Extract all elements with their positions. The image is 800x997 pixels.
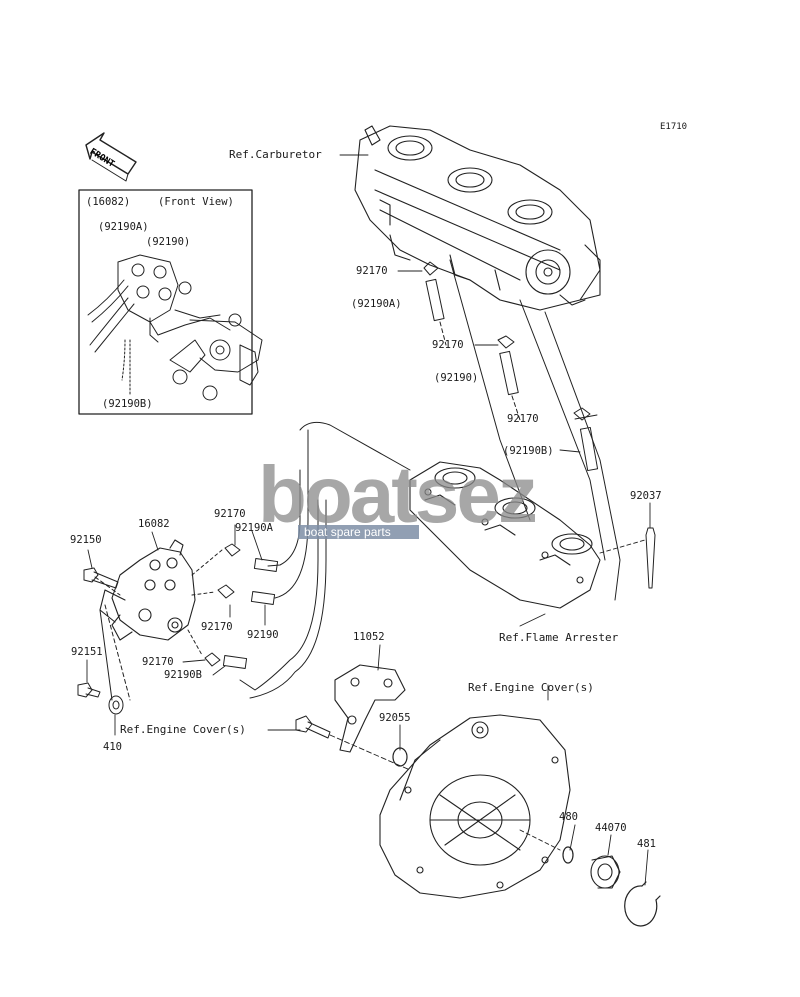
ref-engine-cover-right-label: Ref.Engine Cover(s)	[468, 681, 594, 694]
front-arrow-icon	[85, 132, 137, 182]
oring-92055	[392, 747, 408, 767]
part-label-92170-carb-3: 92170	[507, 413, 539, 425]
circlip-481	[624, 881, 661, 927]
carb-hoses	[423, 261, 599, 472]
part-label-11052: 11052	[353, 631, 385, 643]
watermark-tagline: boat spare parts	[298, 525, 419, 539]
part-label-480: 480	[559, 811, 578, 823]
flame-arrester	[409, 461, 601, 609]
pump-hoses	[94, 543, 279, 701]
part-label-92190A-pump: 92190A	[235, 522, 273, 534]
washer-410	[108, 695, 124, 715]
bearing-44070	[590, 855, 621, 889]
leader-lines	[86, 154, 651, 886]
ref-engine-cover-left-label: Ref.Engine Cover(s)	[120, 723, 246, 736]
oring-480	[562, 846, 574, 864]
part-label-92150: 92150	[70, 534, 102, 546]
part-label-92055: 92055	[379, 712, 411, 724]
part-label-92190A-carb: (92190A)	[351, 298, 402, 310]
part-label-92190-carb: (92190)	[434, 372, 479, 384]
part-label-92190B-carb: (92190B)	[503, 445, 554, 457]
part-label-410: 410	[103, 741, 122, 753]
part-label-92170-pump-3: 92170	[142, 656, 174, 668]
long-hoses	[239, 259, 621, 699]
carburetor-assembly	[354, 125, 601, 311]
part-label-92170-pump-2: 92170	[201, 621, 233, 633]
part-label-481: 481	[637, 838, 656, 850]
part-label-92170-carb-2: 92170	[432, 339, 464, 351]
part-label-92170-pump-1: 92170	[214, 508, 246, 520]
oil-pump	[99, 539, 196, 641]
part-label-92151: 92151	[71, 646, 103, 658]
bolt-92037	[645, 527, 656, 589]
diagram-code: E1710	[660, 122, 688, 132]
engine-cover	[379, 714, 571, 899]
inset-label-92190A: (92190A)	[98, 221, 149, 233]
part-label-92190-pump: 92190	[247, 629, 279, 641]
part-label-44070: 44070	[595, 822, 627, 834]
bracket-11052	[334, 664, 406, 753]
bolt-92150	[83, 567, 119, 589]
watermark-logo: boatsez boat spare parts	[258, 455, 538, 541]
part-label-92190B-pump: 92190B	[164, 669, 202, 681]
inset-oil-pump-drawing	[87, 254, 263, 401]
ref-flame-arrester-label: Ref.Flame Arrester	[499, 631, 619, 644]
bolt-92151	[77, 682, 101, 698]
inset-title-view: (Front View)	[158, 196, 234, 208]
watermark-brand: boatsez	[258, 450, 538, 539]
inset-box	[78, 189, 253, 415]
part-label-16082: 16082	[138, 518, 170, 530]
inset-label-92190B: (92190B)	[102, 398, 153, 410]
ref-carburetor-label: Ref.Carburetor	[229, 148, 322, 161]
bolt-engine-cover	[295, 715, 331, 739]
inset-label-92190: (92190)	[146, 236, 191, 248]
part-label-92037: 92037	[630, 490, 662, 502]
part-label-92170-carb-1: 92170	[356, 265, 388, 277]
inset-title-part: (16082)	[86, 196, 131, 208]
